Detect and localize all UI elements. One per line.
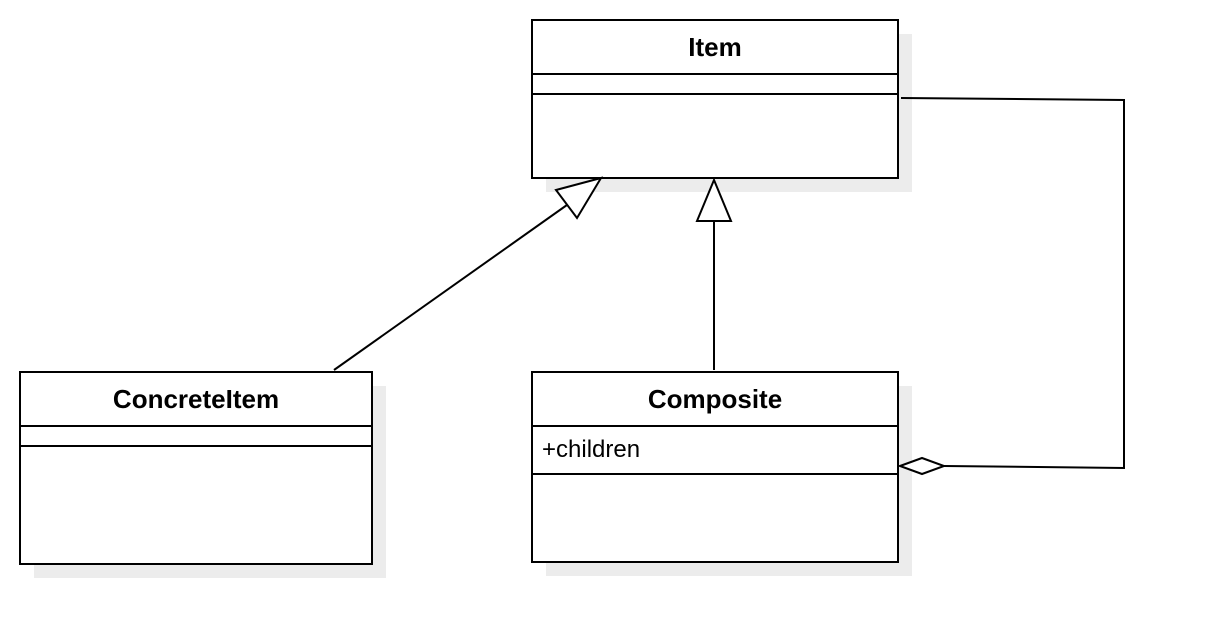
concrete-item-generalization[interactable] [333,176,604,371]
generalization-arrowhead-icon [554,176,604,220]
children-aggregation[interactable] [897,97,1125,476]
composite-class-attributes: +children [533,427,897,475]
generalization-arrowhead-icon [695,177,733,222]
concrete-item-class[interactable]: ConcreteItem [19,371,373,565]
item-class[interactable]: Item [531,19,899,179]
concrete-item-class-attributes [21,427,371,447]
aggregation-line [900,97,1125,470]
concrete-item-class-name: ConcreteItem [21,373,371,427]
composite-class-name: Composite [533,373,897,427]
composite-class[interactable]: Composite +children [531,371,899,563]
item-class-attributes [533,75,897,95]
aggregation-diamond-icon [897,456,947,476]
composite-generalization[interactable] [695,177,733,370]
generalization-line [333,199,575,371]
item-class-name: Item [533,21,897,75]
